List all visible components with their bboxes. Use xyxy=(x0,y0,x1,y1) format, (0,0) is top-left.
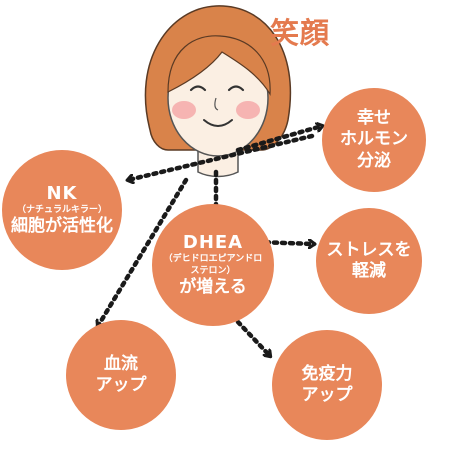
node-label: 分泌 xyxy=(357,150,391,171)
node-label: 細胞が活性化 xyxy=(11,216,113,237)
node-label: ストレスを xyxy=(326,239,412,260)
node-label: アップ xyxy=(301,385,353,405)
node-label: ホルモン xyxy=(340,129,408,150)
smiling-face-icon xyxy=(144,5,292,178)
node-dhea: DHEA （デヒドロエピアンドロ ステロン） が増える xyxy=(152,204,274,326)
arrow-to-nk xyxy=(128,133,315,180)
node-label: 血流 xyxy=(104,353,138,374)
node-label: 免疫力 xyxy=(301,363,353,384)
node-label: NK xyxy=(46,182,78,204)
node-blood-flow: 血流 アップ xyxy=(66,320,176,430)
node-label: アップ xyxy=(95,375,147,395)
node-sublabel: （デヒドロエピアンドロ xyxy=(163,254,263,265)
arrow-to-happiness xyxy=(235,126,322,153)
node-label: が増える xyxy=(179,276,247,297)
arrow-to-immunity xyxy=(235,319,273,359)
arrow-to-blood xyxy=(98,177,189,326)
node-label: DHEA xyxy=(182,231,244,253)
node-stress-reduction: ストレスを 軽減 xyxy=(316,208,422,314)
node-nk-cell: NK （ナチュラルキラー） 細胞が活性化 xyxy=(2,150,122,270)
node-sublabel: ステロン） xyxy=(190,265,236,276)
page-title: 笑顔 xyxy=(270,16,331,50)
node-immunity: 免疫力 アップ xyxy=(272,330,382,440)
node-label: 軽減 xyxy=(352,261,386,281)
node-label: 幸せ xyxy=(357,108,391,129)
node-sublabel: （ナチュラルキラー） xyxy=(16,205,107,215)
node-happiness-hormone: 幸せ ホルモン 分泌 xyxy=(322,88,426,192)
